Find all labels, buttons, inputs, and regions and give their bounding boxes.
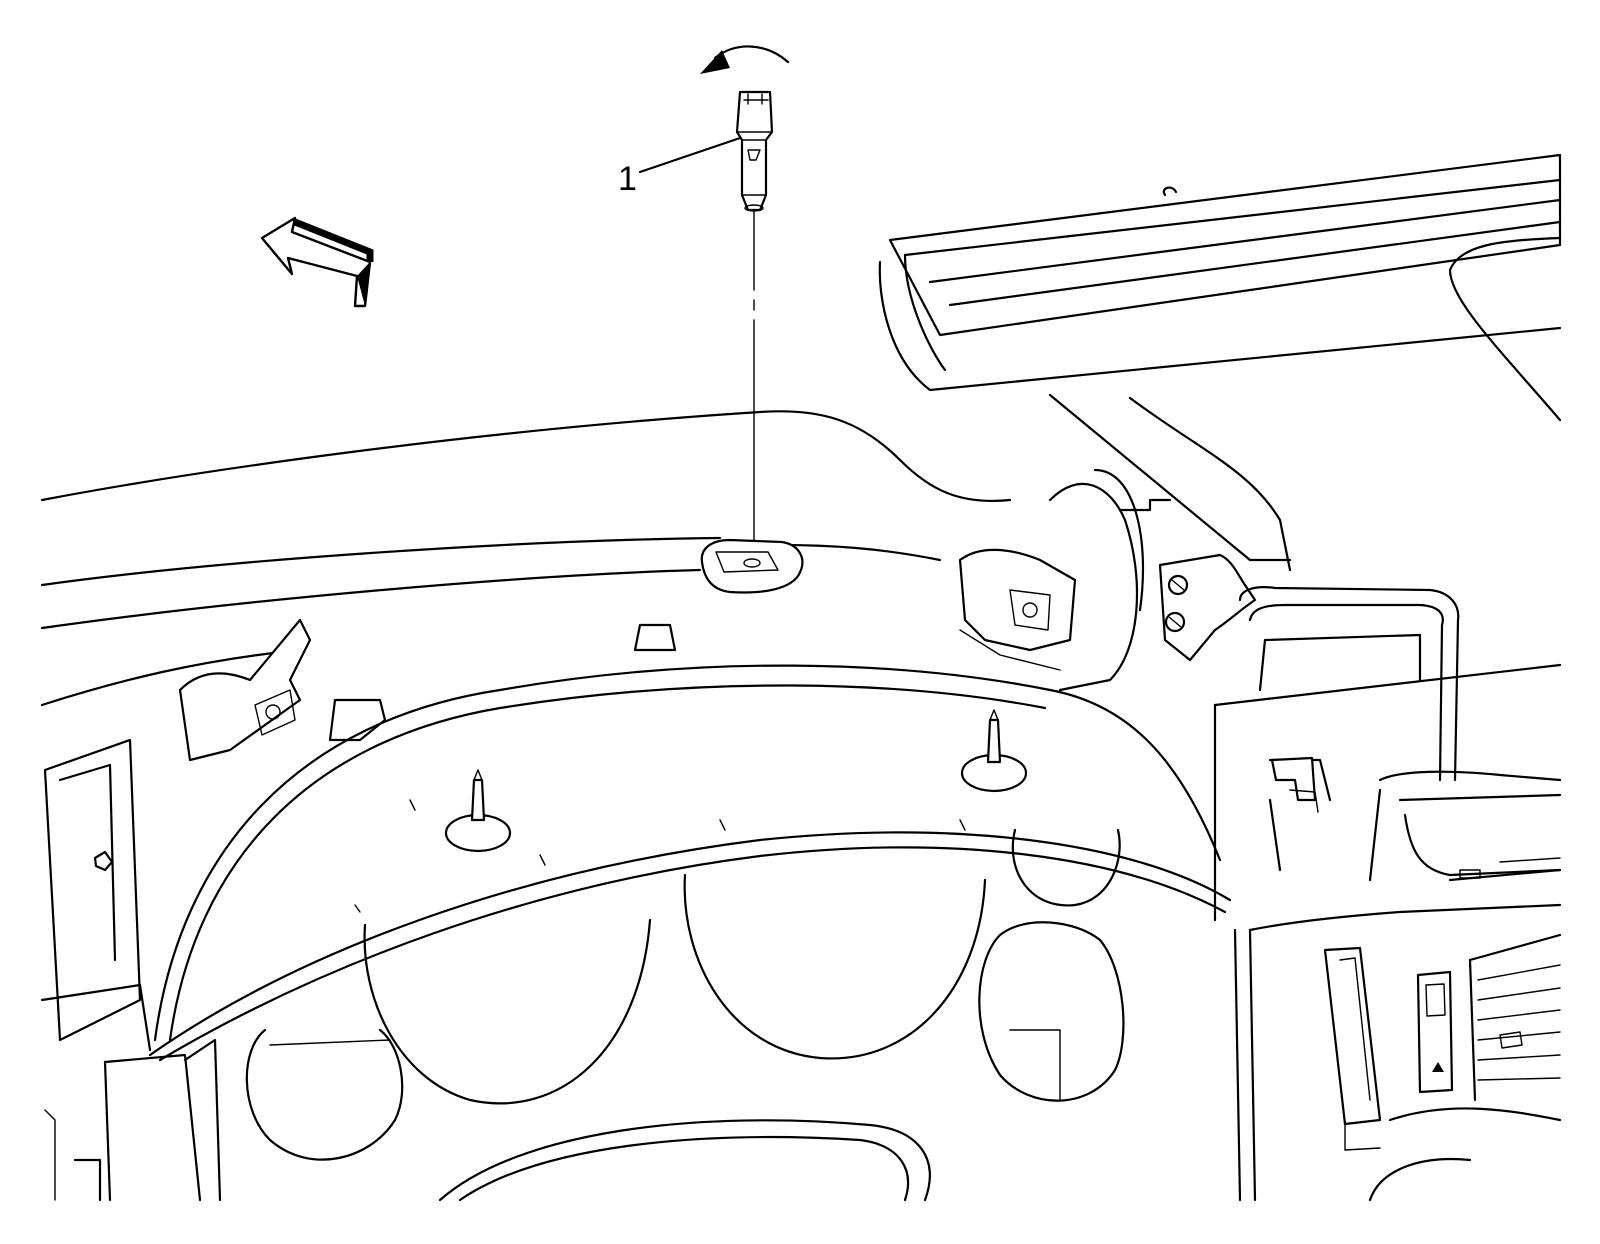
- bezel-tab-center: [633, 623, 677, 652]
- counterclockwise-rotation-arrow-icon: [700, 45, 790, 74]
- callout-1-label: 1: [618, 160, 637, 198]
- locating-stud-right: [960, 709, 1028, 793]
- gauge-opening-far-left: [245, 1028, 404, 1161]
- fastener-mounting-boss: [700, 538, 804, 594]
- gauge-opening-center: [683, 873, 987, 1060]
- gauge-opening-upper-right: [1011, 828, 1121, 907]
- instrument-panel-upper-trim: [40, 410, 1012, 707]
- gauge-opening-right: [978, 921, 1125, 1102]
- retainer-clip-right: [958, 548, 1077, 671]
- front-of-vehicle-arrow-icon: [260, 216, 374, 308]
- mounting-bracket: [1158, 553, 1257, 662]
- instrument-cluster-bezel: [148, 664, 1232, 1062]
- defroster-duct-frame: [878, 153, 1562, 572]
- bezel-tab-left: [328, 698, 387, 742]
- callout-1: 1: [618, 136, 742, 198]
- switch-slot: [1323, 946, 1382, 1151]
- left-side-structure: [40, 738, 222, 1202]
- lower-right-trim: [1268, 789, 1562, 1202]
- fastener-part: [735, 90, 774, 212]
- duct-outlet: [1048, 468, 1172, 692]
- air-vent-right: [1468, 933, 1562, 1102]
- right-side-console: [1213, 586, 1562, 1202]
- lower-center-opening: [438, 1119, 931, 1202]
- locating-stud-left: [444, 769, 512, 853]
- hazard-switch: [1416, 970, 1454, 1094]
- retainer-clip-left: [178, 618, 312, 762]
- gauge-opening-left: [363, 918, 652, 1105]
